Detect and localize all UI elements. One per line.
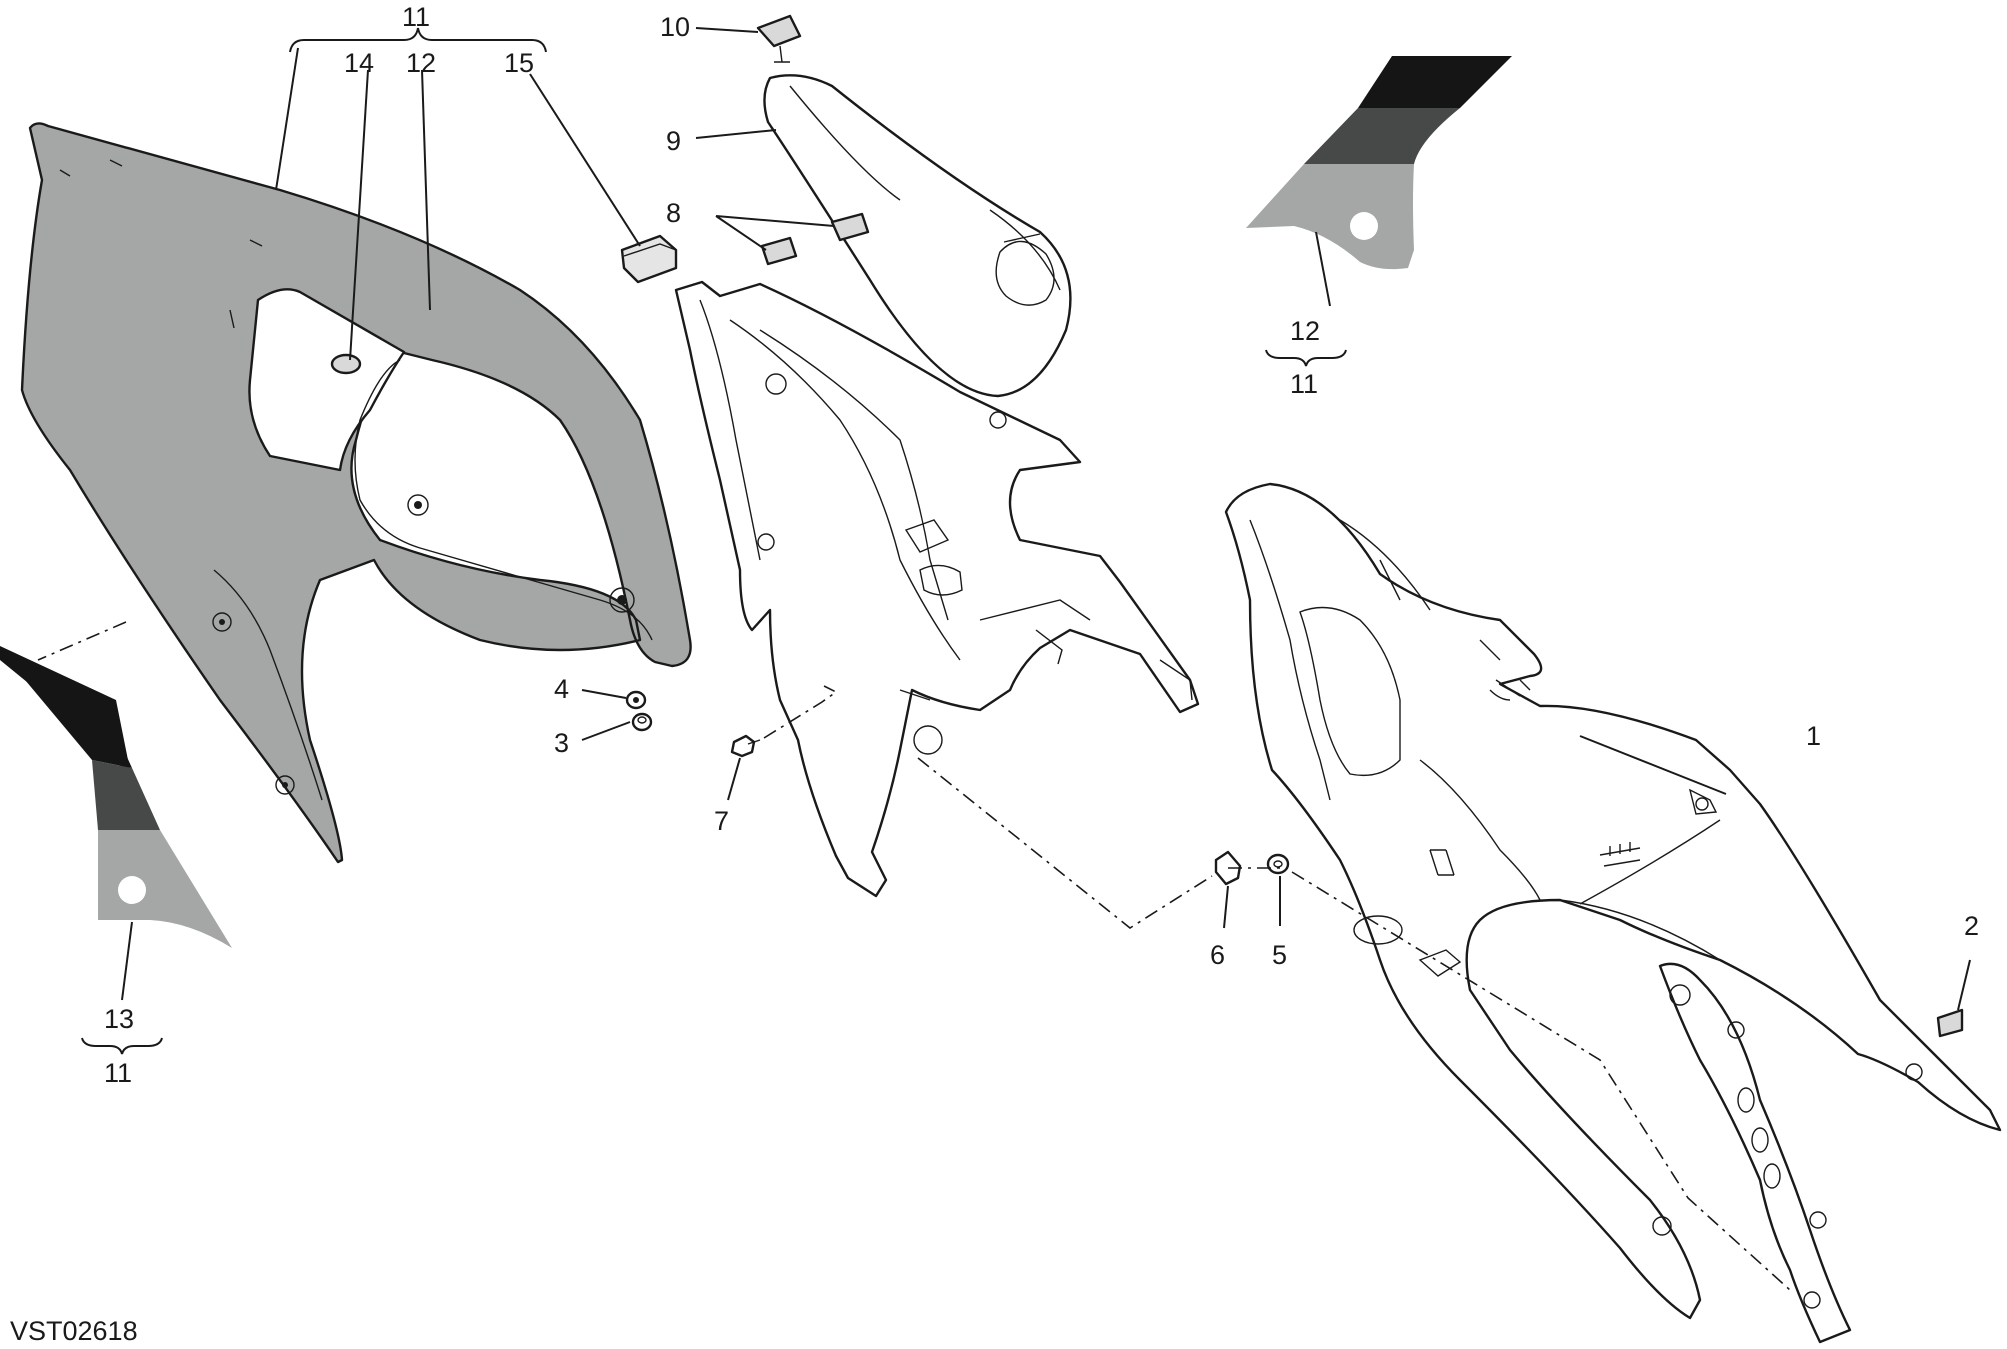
callout-12-right: 12: [1290, 316, 1320, 346]
tail-frame[interactable]: [674, 280, 1200, 898]
washer-4[interactable]: [625, 690, 647, 710]
assembly-lines: [37, 621, 1791, 1291]
callout-11-right: 11: [1290, 369, 1318, 399]
support-strut[interactable]: [1658, 962, 1852, 1344]
callout-6: 6: [1210, 940, 1225, 970]
callout-3: 3: [554, 728, 569, 758]
callout-13: 13: [104, 1004, 134, 1034]
callout-1: 1: [1806, 721, 1821, 751]
callout-9: 9: [666, 126, 681, 156]
pads-8[interactable]: [760, 212, 870, 266]
left-side-panel[interactable]: [20, 122, 692, 864]
callout-labels: 1 2 3 4 5 6 7 8 9 10 11 14 12 15 12 11 1…: [104, 2, 1979, 1088]
callout-11-top: 11: [402, 2, 430, 32]
screw-5[interactable]: [1266, 853, 1290, 875]
screw-7[interactable]: [730, 734, 761, 758]
seat-cowl[interactable]: [763, 74, 1072, 398]
right-decal[interactable]: [1246, 56, 1512, 270]
callout-2: 2: [1964, 911, 1979, 941]
callout-10: 10: [660, 12, 690, 42]
callout-8: 8: [666, 198, 681, 228]
drawing-code: VST02618: [10, 1316, 138, 1346]
tail-fairing[interactable]: [1224, 482, 2002, 1320]
callout-7: 7: [714, 806, 729, 836]
grommet-2[interactable]: [1936, 1008, 1964, 1038]
tag-10[interactable]: [756, 14, 802, 63]
leader-lines: [81, 27, 1971, 1055]
grommet-14[interactable]: [330, 353, 362, 375]
callout-12-top: 12: [406, 48, 436, 78]
callout-4: 4: [554, 674, 569, 704]
callout-5: 5: [1272, 940, 1287, 970]
left-decal[interactable]: [0, 646, 232, 948]
callout-14: 14: [344, 48, 374, 78]
callout-15: 15: [504, 48, 534, 78]
nut-3[interactable]: [631, 712, 653, 732]
rubber-block-15[interactable]: [620, 234, 678, 284]
callout-11-left: 11: [104, 1058, 132, 1088]
